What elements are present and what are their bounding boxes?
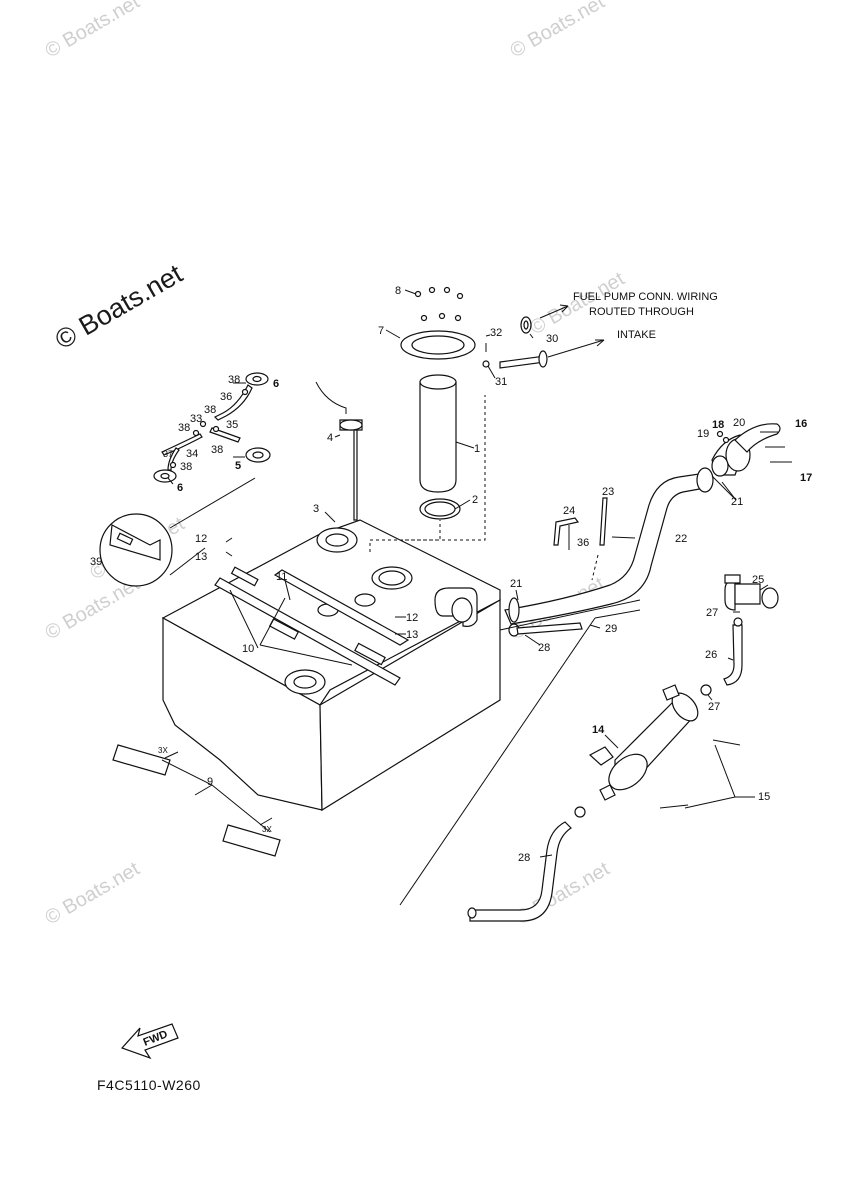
fuel-sender xyxy=(315,381,363,521)
callout-32: 32 xyxy=(490,327,502,339)
callout-17: 17 xyxy=(800,472,812,484)
callout-36: 36 xyxy=(220,391,232,403)
callout-4: 4 xyxy=(327,432,333,444)
callout-22: 22 xyxy=(675,533,687,545)
callout-16: 16 xyxy=(795,418,807,430)
callout-13: 13 xyxy=(195,551,207,563)
callout-20: 20 xyxy=(733,417,745,429)
callout-35: 35 xyxy=(226,419,238,431)
callout-27: 27 xyxy=(708,701,720,713)
callout-18: 18 xyxy=(712,419,724,431)
callout-39: 39 xyxy=(90,556,102,568)
callout-34: 34 xyxy=(186,448,198,460)
fuel-tank xyxy=(161,395,501,812)
callout-15: 15 xyxy=(758,791,770,803)
callout-21: 21 xyxy=(510,578,522,590)
hose-brackets xyxy=(553,497,608,581)
callout-37: 37 xyxy=(163,449,173,459)
note-wiring-line2: ROUTED THROUGH xyxy=(589,306,694,318)
callout-6: 6 xyxy=(177,482,183,494)
callout-labels: 1 2 3 4 5 6 6 7 8 9 10 11 12 13 12 13 14… xyxy=(90,285,812,864)
annotation-notes: FUEL PUMP CONN. WIRING ROUTED THROUGH IN… xyxy=(573,291,718,341)
callout-38: 38 xyxy=(180,461,192,473)
callout-5: 5 xyxy=(235,460,241,472)
leader-lines xyxy=(167,289,769,858)
callout-21: 21 xyxy=(731,496,743,508)
watermark-large: © Boats.net xyxy=(50,258,188,355)
note-intake: INTAKE xyxy=(617,329,656,341)
callout-14: 14 xyxy=(592,724,605,736)
callout-13: 13 xyxy=(406,629,418,641)
callout-29: 29 xyxy=(605,623,617,635)
callout-9: 9 xyxy=(207,776,213,788)
callout-36: 36 xyxy=(577,537,589,549)
callout-11: 11 xyxy=(276,571,287,583)
callout-38: 38 xyxy=(204,404,216,416)
fuel-filter-assembly xyxy=(399,574,779,922)
fwd-arrow-icon: FWD xyxy=(120,1023,179,1060)
callout-23: 23 xyxy=(602,486,614,498)
diagram-code: F4C5110-W260 xyxy=(97,1077,201,1093)
callout-12: 12 xyxy=(406,612,418,624)
callout-7: 7 xyxy=(378,325,384,337)
callout-3: 3 xyxy=(313,503,319,515)
callout-6: 6 xyxy=(273,378,279,390)
callout-38: 38 xyxy=(211,444,223,456)
detail-view xyxy=(99,477,256,587)
vent-hose-set xyxy=(153,372,271,483)
callout-33: 33 xyxy=(190,413,202,425)
quantity-3x: 3X xyxy=(262,825,272,834)
note-wiring-line1: FUEL PUMP CONN. WIRING xyxy=(573,291,718,303)
callout-10: 10 xyxy=(242,643,254,655)
fuel-pump-assembly xyxy=(400,286,605,520)
tank-pads xyxy=(112,744,281,857)
callout-28: 28 xyxy=(518,852,530,864)
callout-12: 12 xyxy=(195,533,207,545)
bolt-set xyxy=(414,286,464,322)
callout-26: 26 xyxy=(705,649,717,661)
callout-2: 2 xyxy=(472,494,478,506)
callout-25: 25 xyxy=(752,574,764,586)
callout-24: 24 xyxy=(563,505,575,517)
callout-19: 19 xyxy=(697,428,709,440)
callout-38: 38 xyxy=(178,422,190,434)
callout-27: 27 xyxy=(706,607,718,619)
callout-28: 28 xyxy=(538,642,550,654)
watermark: © Boats.net xyxy=(527,268,629,340)
quantity-3x: 3X xyxy=(158,746,168,755)
filler-hose xyxy=(504,423,792,637)
watermark: © Boats.net xyxy=(507,0,609,62)
callout-38: 38 xyxy=(228,374,240,386)
watermark: © Boats.net xyxy=(42,0,144,62)
callout-30: 30 xyxy=(546,333,558,345)
callout-31: 31 xyxy=(495,376,507,388)
watermark: © Boats.net xyxy=(42,858,144,930)
callout-8: 8 xyxy=(395,285,401,297)
callout-1: 1 xyxy=(474,443,480,455)
